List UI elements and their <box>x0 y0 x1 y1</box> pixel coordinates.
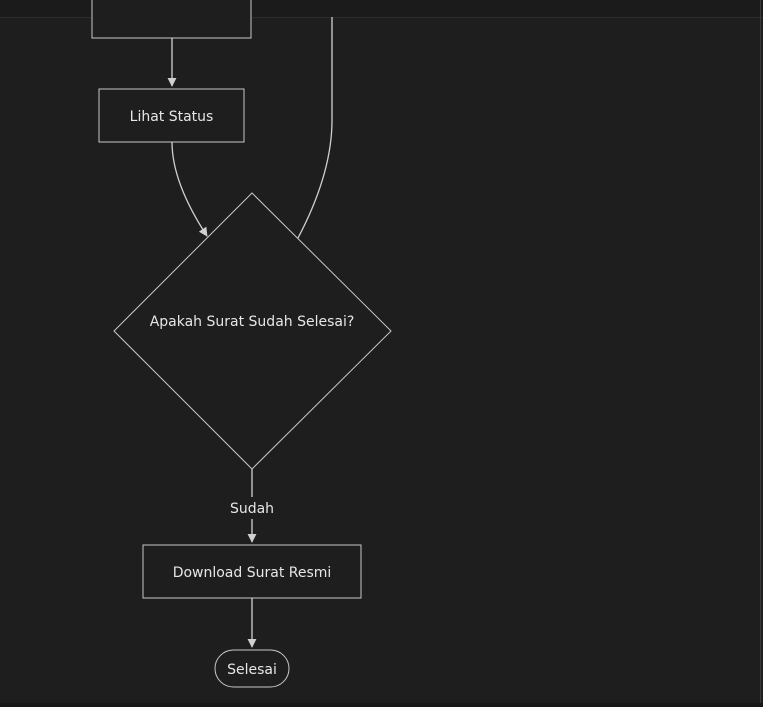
previous-step-box <box>91 0 252 39</box>
node-download-label: Download Surat Resmi <box>173 565 332 581</box>
node-download-surat[interactable]: Download Surat Resmi <box>142 544 362 599</box>
node-selesai-label: Selesai <box>227 662 277 678</box>
node-lihat-status-label: Lihat Status <box>130 109 214 125</box>
node-selesai[interactable]: Selesai <box>214 649 290 688</box>
edge-loop-back <box>297 17 333 239</box>
node-decision-selesai[interactable]: Apakah Surat Sudah Selesai? <box>113 192 392 470</box>
edge-label-bg <box>226 497 278 519</box>
right-divider <box>760 0 761 707</box>
edge-lihat-status-to-decision <box>171 141 208 237</box>
bottom-bar <box>0 703 763 707</box>
node-lihat-status[interactable]: Lihat Status <box>98 88 245 143</box>
edge-label-sudah: Sudah <box>230 501 274 517</box>
node-decision-label: Apakah Surat Sudah Selesai? <box>150 314 355 330</box>
